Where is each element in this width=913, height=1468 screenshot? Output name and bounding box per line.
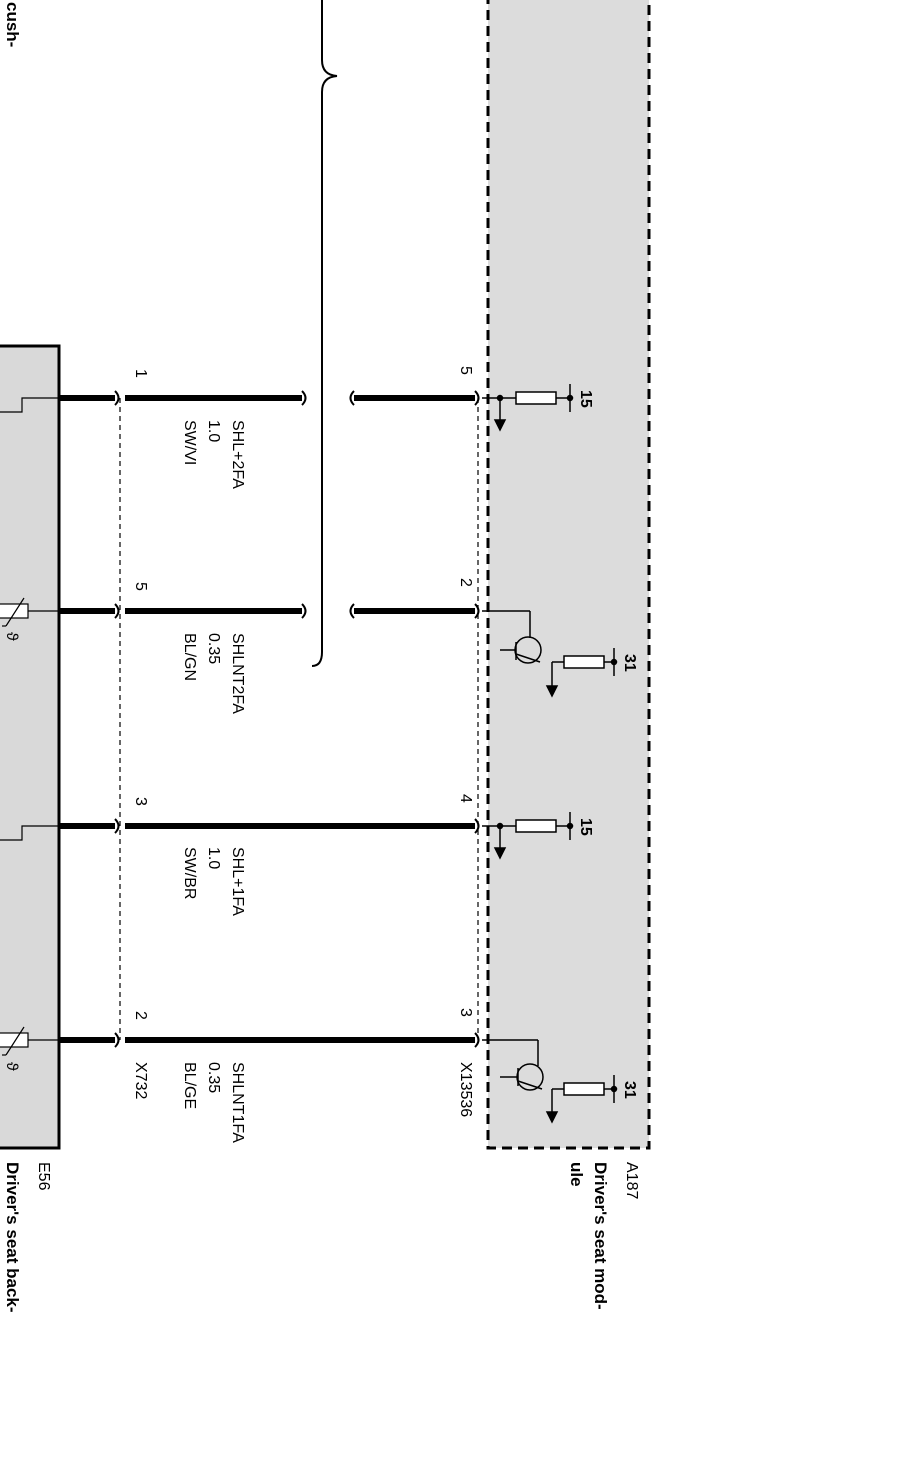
terminal-15-a: 15 — [577, 390, 594, 408]
wire-1-gauge: 1.0 — [205, 420, 222, 443]
theta-symbol-2: ϑ — [3, 632, 20, 641]
wire-shlnt2fa — [60, 603, 480, 619]
harness-brace — [311, 0, 338, 667]
pin-module-2: 2 — [457, 578, 474, 587]
wire-3-color: SW/BR — [181, 847, 198, 900]
theta-symbol-1: ϑ — [3, 1062, 20, 1071]
pin-backrest-3: 3 — [132, 797, 149, 806]
wire-shl-1fa — [60, 818, 480, 834]
wire-1-signal: SHL+2FA — [229, 420, 246, 489]
pin-backrest-5: 5 — [132, 582, 149, 591]
wire-3-signal: SHL+1FA — [229, 847, 246, 916]
heater-element-1 — [0, 825, 60, 841]
connector-x732-label: X732 — [132, 1062, 149, 1100]
backrest-cushion-label-fragment: cush- — [3, 2, 22, 48]
wire-2-gauge: 0.35 — [205, 633, 222, 665]
module-sensor-circuit-2 — [482, 610, 618, 698]
module-name-line2: ule — [567, 1162, 586, 1187]
temperature-sensor-1 — [0, 1026, 60, 1056]
module-name-line1: Driver's seat mod- — [591, 1162, 610, 1310]
module-id: A187 — [623, 1162, 640, 1200]
pin-module-3: 3 — [457, 1008, 474, 1017]
wire-4-color: BL/GE — [181, 1062, 198, 1110]
terminal-31-b: 31 — [621, 1081, 638, 1099]
wire-4-signal: SHLNT1FA — [229, 1062, 246, 1143]
module-supply-circuit-1 — [482, 812, 574, 860]
wire-4-gauge: 0.35 — [205, 1062, 222, 1094]
heater-element-2 — [0, 397, 60, 413]
wire-shlnt1fa — [60, 1032, 480, 1048]
connector-x13536-label: X13536 — [457, 1062, 474, 1118]
backrest-id: E56 — [35, 1162, 52, 1191]
wire-2-signal: SHLNT2FA — [229, 633, 246, 714]
module-sensor-circuit-1 — [482, 1039, 618, 1124]
wire-shl-2fa — [60, 390, 480, 406]
terminal-15-b: 15 — [577, 818, 594, 836]
module-a187-box — [486, 0, 651, 1150]
wire-2-color: BL/GN — [181, 633, 198, 682]
backrest-name: Driver's seat back- — [3, 1162, 22, 1313]
pin-backrest-1: 1 — [132, 369, 149, 378]
wire-3-gauge: 1.0 — [205, 847, 222, 870]
temperature-sensor-2 — [0, 597, 60, 627]
module-supply-circuit-2 — [482, 384, 574, 432]
backrest-e56-box — [0, 344, 61, 1150]
terminal-31-a: 31 — [621, 654, 638, 672]
pin-module-5: 5 — [457, 366, 474, 375]
pin-module-4: 4 — [457, 794, 474, 803]
wire-1-color: SW/VI — [181, 420, 198, 466]
pin-backrest-2: 2 — [132, 1011, 149, 1020]
